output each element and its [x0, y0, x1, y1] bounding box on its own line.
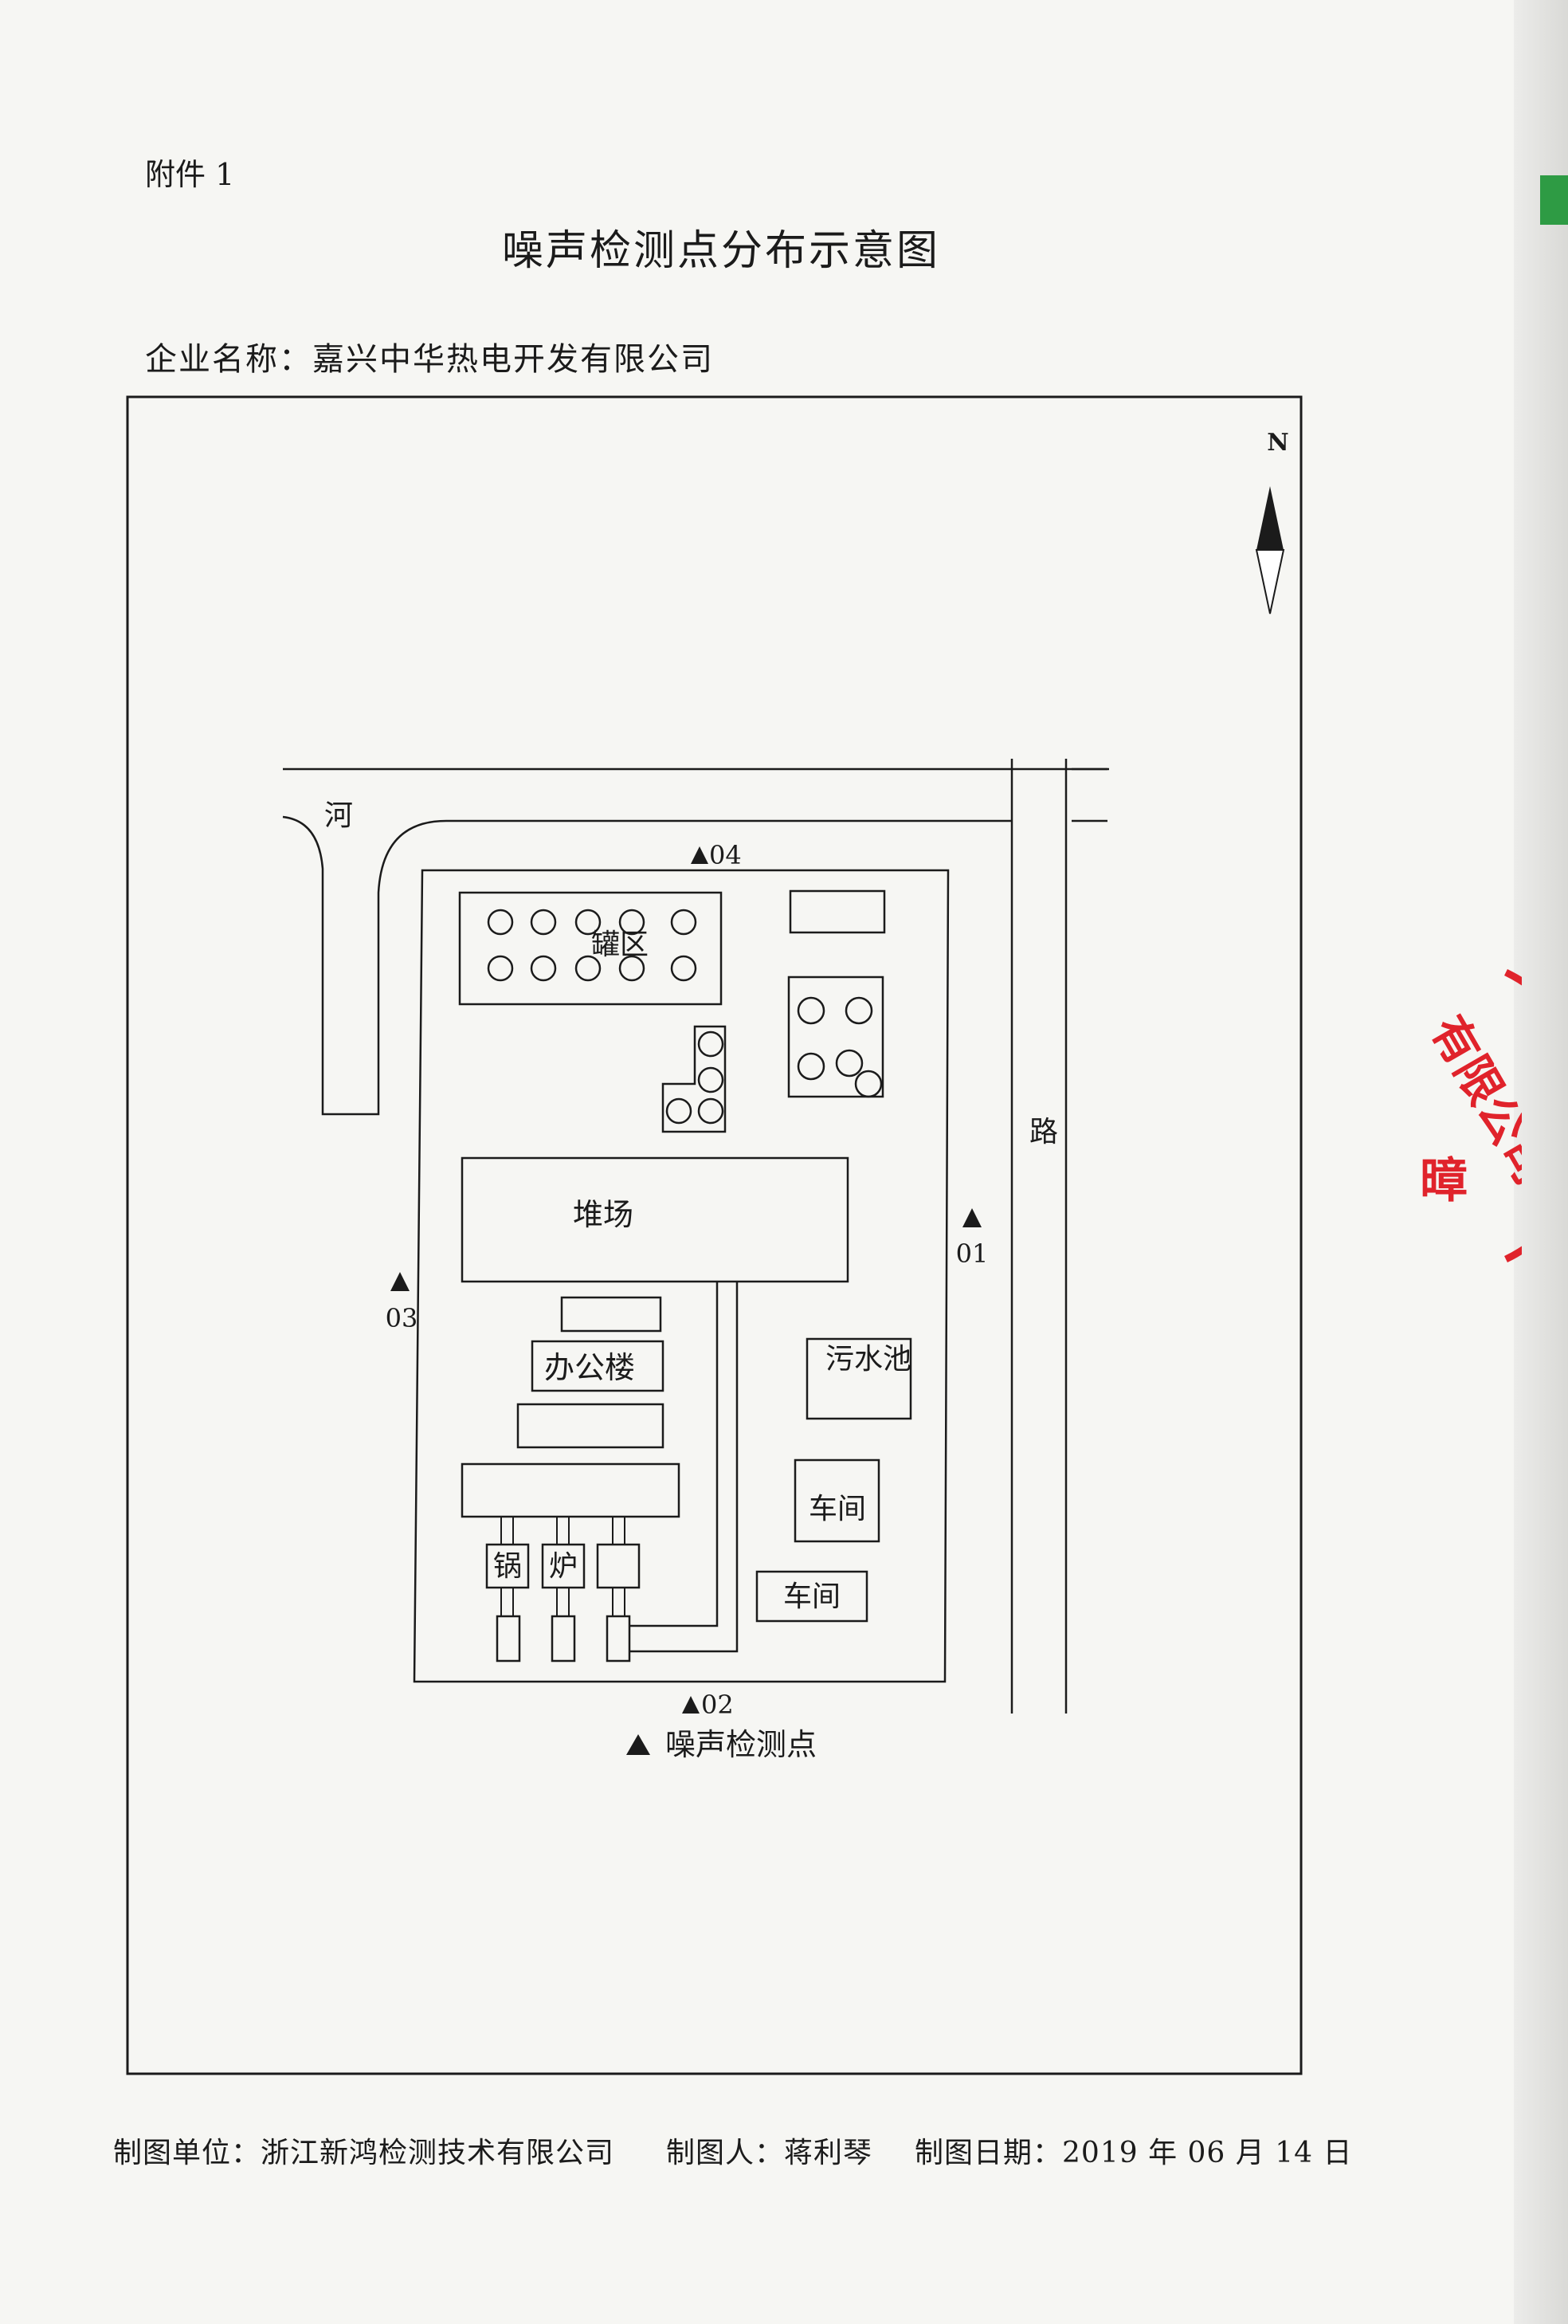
map-frame	[126, 395, 1303, 2075]
enterprise-line: 企业名称：嘉兴中华热电开发有限公司	[145, 333, 714, 379]
monitoring-point-04: 04	[691, 840, 742, 870]
document-title: 噪声检测点分布示意图	[501, 227, 940, 275]
sewage-pool-label: 污水池	[825, 1343, 911, 1376]
company-seal: 有限公司 暲	[1420, 968, 1522, 1263]
chimney-2	[551, 1615, 576, 1663]
footer-unit-name: 浙江新鸿检测技术有限公司	[261, 2137, 615, 2169]
building-above-office	[560, 1296, 662, 1333]
point-01-label: 01	[956, 1239, 989, 1269]
point-03-label: 03	[386, 1303, 418, 1333]
conveyor-belt	[629, 1282, 739, 1653]
workshop-1-label: 车间	[809, 1493, 866, 1525]
boiler-connectors	[500, 1517, 625, 1616]
index-tab	[1540, 175, 1568, 225]
footer-drawer: 制图人：蒋利琴	[666, 2130, 872, 2171]
footer-date: 制图日期：2019 年 06 月 14 日	[915, 2130, 1352, 2171]
plant-boundary	[413, 869, 950, 1683]
tank-area	[458, 891, 723, 1006]
triangle-marker-icon	[962, 1208, 982, 1227]
enterprise-label: 企业名称：	[145, 341, 312, 378]
enterprise-name: 嘉兴中华热电开发有限公司	[312, 341, 714, 378]
boiler-char-1: 锅	[493, 1550, 522, 1583]
footer-unit: 制图单位：浙江新鸿检测技术有限公司	[113, 2130, 614, 2171]
workshop-2	[755, 1570, 868, 1623]
attachment-label: 附件 1	[145, 157, 235, 192]
footer-drawer-label: 制图人：	[666, 2137, 785, 2169]
road-label: 路	[1029, 1116, 1058, 1148]
footer-unit-label: 制图单位：	[113, 2137, 261, 2169]
footer-date-value: 2019 年 06 月 14 日	[1062, 2137, 1353, 2169]
triangle-marker-icon	[691, 846, 708, 864]
tank-area-label: 罐区	[591, 928, 649, 961]
office-building-label: 办公楼	[544, 1350, 635, 1385]
legend-label: 噪声检测点	[665, 1727, 817, 1762]
page-edge-shadow	[1514, 0, 1568, 2324]
boiler-char-2: 炉	[549, 1550, 578, 1583]
building-below-office	[516, 1403, 664, 1449]
seal-stamp-icon: 有限公司 暲	[1420, 968, 1522, 1263]
chimney-3	[606, 1615, 631, 1663]
legend-triangle-icon	[626, 1734, 650, 1755]
tank-group-small	[661, 1025, 727, 1133]
workshop-1	[794, 1458, 880, 1543]
footer-date-label: 制图日期：	[915, 2137, 1063, 2169]
footer-drawer-name: 蒋利琴	[784, 2137, 873, 2169]
legend: 噪声检测点	[626, 1727, 817, 1762]
triangle-marker-icon	[390, 1272, 410, 1291]
boiler-2	[541, 1543, 586, 1589]
boiler-3	[596, 1543, 641, 1589]
monitoring-point-03: 03	[386, 1272, 418, 1333]
boiler-house	[461, 1462, 680, 1518]
boiler-1	[485, 1543, 530, 1589]
river-label: 河	[324, 799, 353, 832]
tank-icons	[487, 909, 697, 982]
small-building-northeast	[789, 889, 886, 934]
sewage-pool	[806, 1337, 912, 1420]
seal-text-2: 暲	[1420, 1153, 1468, 1209]
tank-group-east	[787, 976, 884, 1098]
workshop-2-label: 车间	[783, 1580, 841, 1613]
road	[1010, 759, 1068, 1714]
north-arrow-icon	[1255, 486, 1285, 614]
triangle-marker-icon	[682, 1696, 700, 1714]
office-building	[531, 1340, 664, 1392]
river	[282, 767, 1109, 1116]
point-02-label: 02	[701, 1690, 734, 1720]
point-04-label: 04	[709, 840, 742, 870]
chimney-1	[496, 1615, 521, 1663]
tank-group-small-icons	[665, 1030, 724, 1125]
monitoring-point-02: 02	[682, 1690, 734, 1720]
tank-group-east-icons	[797, 996, 883, 1098]
stockyard	[461, 1156, 849, 1283]
stockyard-label: 堆场	[573, 1197, 633, 1232]
north-label: N	[1267, 429, 1288, 457]
monitoring-point-01: 01	[956, 1208, 989, 1269]
